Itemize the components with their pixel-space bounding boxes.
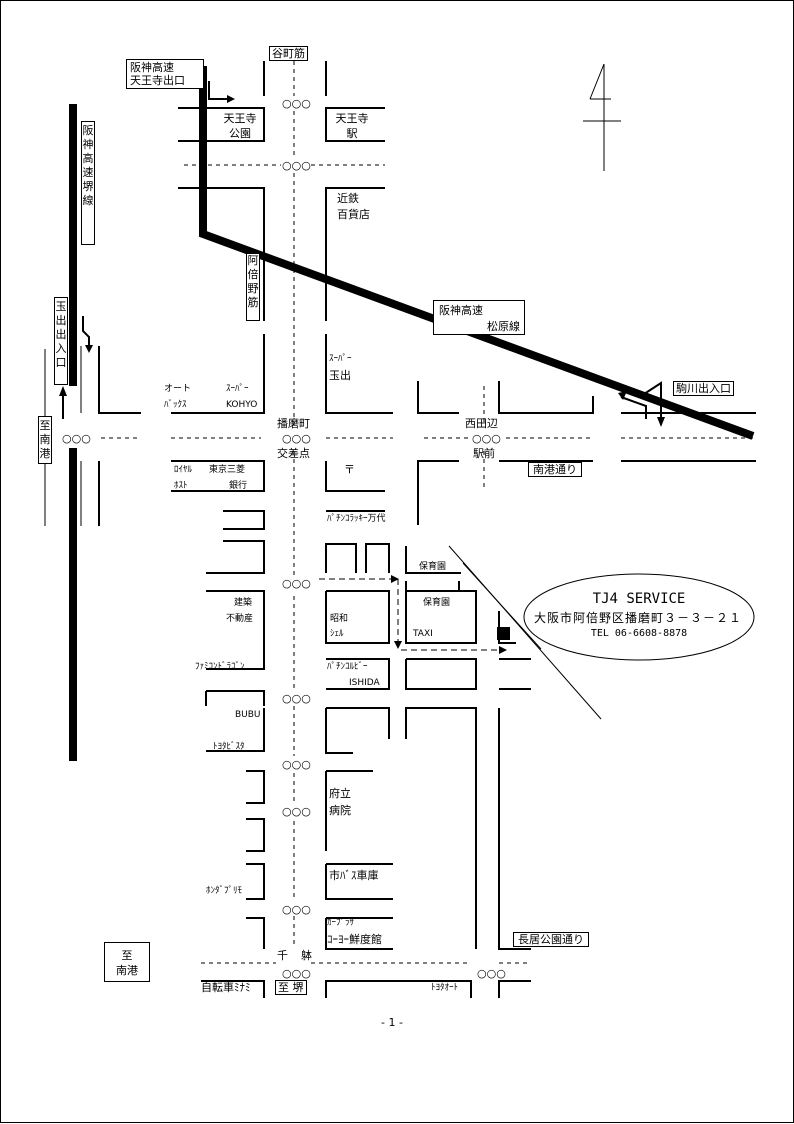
landmark-nursery-2: 保育園 [423,598,451,608]
direction-to-nanko-bottom: 至 南港 [104,942,150,982]
landmark-royal-host-1: ﾛｲﾔﾙ [174,465,193,475]
intersection-ekimae: 駅前 [473,447,495,460]
signal-mark: ○○○ [282,97,311,110]
company-name: TJ4 SERVICE [592,591,686,607]
intersection-nishitanabe: 西田辺 [465,417,498,430]
expressways [69,66,755,761]
signal-mark: ○○○ [282,159,311,172]
landmark-toyota-vista: ﾄﾖﾀﾋﾞｽﾀ [213,742,245,752]
landmark-super-kohyo-1: ｽｰﾊﾟｰ [226,384,249,394]
direction-to-nanko-left: 至南港 [38,416,52,464]
signal-mark: ○○○ [282,758,311,771]
intersection-kousaten: 交差点 [277,447,310,460]
landmark-post-office: 〒 [344,463,355,476]
landmark-super-tamade-1: ｽｰﾊﾟｰ [329,354,352,364]
block-outlines [44,61,756,998]
landmark-kenchiku-2: 不動産 [226,614,254,624]
ramp-arrowheads [59,95,665,427]
landmark-toyota-auto: ﾄﾖﾀｵｰﾄ [431,983,459,993]
landmark-famicom-dragon: ﾌｧﾐｺﾝﾄﾞﾗｺﾞﾝ [195,662,245,672]
landmark-pachinko-ishida-1: ﾊﾟﾁﾝｺﾙﾋﾞｰ [327,662,368,672]
intersection-senbon-2: 躰 [301,949,312,962]
landmark-hospital-1: 府立 [329,787,351,800]
landmark-super-kohyo-2: KOHYO [226,400,258,410]
landmark-showa-2: ｼｪﾙ [330,629,344,639]
landmark-car-plaza-1: ｶｰﾌﾟﾗｻﾞ [327,918,359,928]
expressway-komagawa-entrance: 駒川出入口 [673,381,734,396]
landmark-car-plaza-2: ｺｰﾖｰ鮮度館 [327,933,382,946]
expressway-matsubara-label-2: 松原線 [487,320,520,333]
landmark-kenchiku-1: 建築 [234,598,253,608]
location-marker [497,627,510,640]
landmark-bubu: BUBU [235,710,261,720]
street-nagai-koen-dori: 長居公園通り [513,932,589,947]
street-tanimachi: 谷町筋 [269,46,308,61]
expressway-tennoji-exit: 阪神高速 天王寺出口 [126,59,204,89]
landmark-honda-primo: ﾎﾝﾀﾞﾌﾟﾘﾓ [206,886,243,896]
signal-mark: ○○○ [282,577,311,590]
landmark-tokyo-mitsubishi-1: 東京三菱 [209,465,246,475]
signal-mark: ○○○ [477,967,506,980]
street-nanko-dori: 南港通り [528,462,582,477]
landmark-super-tamade-2: 玉出 [329,369,351,382]
landmark-pachinko-banyo: ﾊﾟﾁﾝｺﾗｯｷｰ万代 [327,514,386,524]
street-abeno: 阿倍野筋 [246,253,260,321]
page-number: - 1 - [381,1016,403,1029]
intersection-senbon: 千 [277,949,288,962]
landmark-kintetsu: 近鉄 百貨店 [337,192,370,221]
landmark-bicycle-minami: 自転車ﾐﾅﾐ [201,981,251,994]
signal-mark: ○○○ [472,432,501,445]
expressway-matsubara-label-1: 阪神高速 [439,304,483,317]
signal-mark: ○○○ [62,432,91,445]
landmark-nursery-1: 保育園 [419,562,447,572]
north-arrow [583,63,621,171]
expressway-sakai-line: 阪神高速堺線 [81,121,95,245]
expressway-tamade-entrance: 玉出出入口 [54,297,68,385]
landmark-taxi: TAXI [413,629,433,639]
signal-mark: ○○○ [282,692,311,705]
route-path [319,578,501,651]
company-ellipse [523,573,755,661]
signal-mark: ○○○ [282,432,311,445]
signal-mark: ○○○ [282,967,311,980]
landmark-showa-1: 昭和 [330,614,349,624]
landmark-pachinko-ishida-2: ISHIDA [349,678,380,688]
ramp-arrows [62,81,662,421]
landmark-auto-backs-2: ﾊﾞｯｸｽ [164,400,187,410]
landmark-hospital-2: 病院 [329,804,351,817]
landmark-tennoji-station: 天王寺 駅 [335,112,369,140]
signal-mark: ○○○ [282,805,311,818]
intersection-harima: 播磨町 [277,417,310,430]
signal-mark: ○○○ [282,903,311,916]
landmark-royal-host-2: ﾎｽﾄ [174,481,188,491]
landmark-auto-backs-1: オート [164,384,192,394]
company-address: 大阪市阿倍野区播磨町３－３－２１ [534,611,743,625]
landmark-tennoji-park: 天王寺 公園 [223,112,257,140]
landmark-tokyo-mitsubishi-2: 銀行 [229,481,248,491]
company-tel: TEL 06-6608-8878 [590,628,688,639]
expressway-matsubara-line: 阪神高速 松原線 [433,300,525,335]
route-arrowheads [391,575,507,654]
landmark-bus-depot: 市ﾊﾞｽ車庫 [329,869,379,882]
direction-to-sakai: 至 堺 [275,980,307,995]
